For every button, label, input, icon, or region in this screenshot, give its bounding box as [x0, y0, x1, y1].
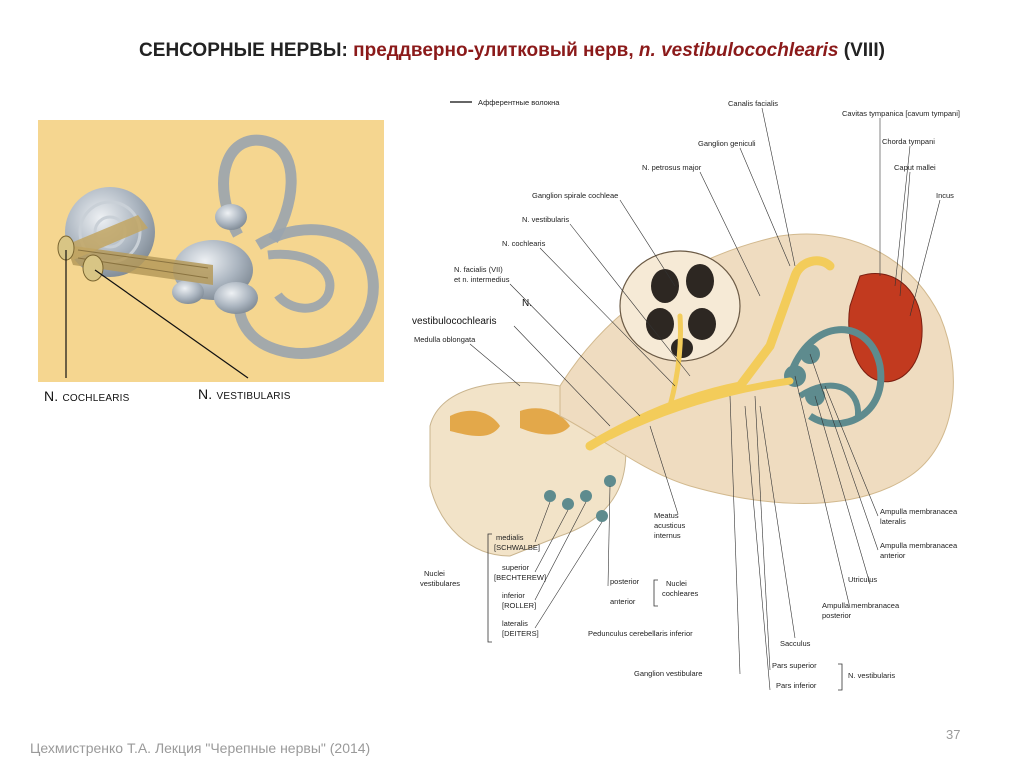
- label-pars-superior: Pars superior: [772, 661, 817, 670]
- label-pars-inferior: Pars inferior: [776, 681, 817, 690]
- label-meatus-2: acusticus: [654, 521, 686, 530]
- label-ampulla-lat-2: lateralis: [880, 517, 906, 526]
- label-inferior: inferior: [502, 591, 525, 600]
- label-ampulla-lat-1: Ampulla membranacea: [880, 507, 958, 516]
- label-n-vestibularis-bottom: N. vestibularis: [848, 671, 895, 680]
- footer-credit: Цехмистренко Т.А. Лекция "Черепные нервы…: [30, 740, 371, 756]
- label-ganglion-geniculi: Ganglion geniculi: [698, 139, 756, 148]
- label-roller: [ROLLER]: [502, 601, 536, 610]
- label-schwalbe: [SCHWALBE]: [494, 543, 540, 552]
- title-part-3: n. vestibulocochlearis: [638, 40, 839, 61]
- nerve-fibre: [77, 249, 209, 269]
- title-part-2: преддверно-улитковый нерв,: [353, 40, 634, 61]
- label-n-vestibularis: N. vestibularis: [198, 386, 291, 402]
- nerve-bundle-vestibular: [66, 245, 213, 285]
- label-lateralis: lateralis: [502, 619, 528, 628]
- title-part-1: СЕНСОРНЫЕ НЕРВЫ:: [139, 40, 348, 61]
- label-incus: Incus: [936, 191, 954, 200]
- nucleus-mark: [450, 410, 500, 436]
- tympanic-cavity: [848, 272, 923, 383]
- label-medialis: medialis: [496, 533, 524, 542]
- vestibular-branch: [606, 377, 794, 440]
- label-utriculus: Utriculus: [848, 575, 877, 584]
- ampulla-anterior: [215, 204, 247, 230]
- label-nuclei-vest-1: Nuclei: [424, 569, 445, 578]
- cochlear-branch: [667, 313, 683, 409]
- label-vc-2: vestibulocochlearis: [412, 316, 497, 327]
- vestibular-nuclei: [544, 475, 616, 522]
- vestibular-nerve-cut: [82, 254, 104, 282]
- label-n-facialis-2: et n. intermedius: [454, 275, 510, 284]
- label-n-facialis-1: N. facialis (VII): [454, 265, 503, 274]
- legend-text: Афферентные волокна: [478, 98, 560, 107]
- label-pedunculus: Pedunculus cerebellaris inferior: [588, 629, 693, 638]
- page-number: 37: [946, 727, 961, 742]
- label-medulla: Medulla oblongata: [414, 335, 476, 344]
- bracket-n-vestibularis: [838, 663, 843, 691]
- pointer-vestibularis: [94, 269, 249, 379]
- label-posterior: posterior: [610, 577, 640, 586]
- leader-lines: [469, 107, 941, 691]
- label-petrosus-major: N. petrosus major: [642, 163, 702, 172]
- labyrinth-illustration: [38, 120, 384, 382]
- label-meatus-3: internus: [654, 531, 681, 540]
- label-n-cochlearis: N. cochlearis: [502, 239, 546, 248]
- label-deiters: [DEITERS]: [502, 629, 539, 638]
- label-canalis-facialis: Canalis facialis: [728, 99, 778, 108]
- sacculus-shape: [172, 280, 204, 304]
- slide-title: СЕНСОРНЫЕ НЕРВЫ: преддверно-улитковый не…: [0, 40, 1024, 62]
- nerve-section-illustration: Афферентные волокна Canalis facialis Cav…: [412, 98, 960, 691]
- title-part-4: (VIII): [843, 40, 885, 61]
- label-vc-1: N.: [522, 298, 532, 309]
- posterior-canal: [233, 224, 379, 359]
- label-ampulla-ant-2: anterior: [880, 551, 906, 560]
- ampulla-posterior: [214, 282, 258, 314]
- label-ampulla-post-2: posterior: [822, 611, 852, 620]
- label-bechterew: [BECHTEREW]: [494, 573, 546, 582]
- label-ampulla-ant-1: Ampulla membranacea: [880, 541, 958, 550]
- label-nuclei-coch-2: cochleares: [662, 589, 699, 598]
- label-anterior: anterior: [610, 597, 636, 606]
- bracket-nuclei-cochleares: [653, 579, 658, 607]
- nucleus-mark: [520, 408, 570, 435]
- label-n-cochlearis: N. cochlearis: [44, 388, 130, 404]
- label-caput-mallei: Caput mallei: [894, 163, 936, 172]
- label-chorda-tympani: Chorda tympani: [882, 137, 935, 146]
- label-superior: superior: [502, 563, 530, 572]
- anterior-canal: [218, 134, 297, 244]
- label-nuclei-vest-2: vestibulares: [420, 579, 460, 588]
- label-ampulla-post-1: Ampulla membranacea: [822, 601, 900, 610]
- bracket-nuclei-vestibulares: [487, 533, 492, 643]
- label-n-vestibularis: N. vestibularis: [522, 215, 569, 224]
- label-cavitas-tympanica: Cavitas tympanica [cavum tympani]: [842, 109, 960, 118]
- label-ganglion-vestibulare: Ganglion vestibulare: [634, 669, 702, 678]
- nerve-bundle-cochlear: [66, 215, 148, 260]
- lateral-canal: [267, 249, 335, 313]
- label-meatus-1: Meatus: [654, 511, 679, 520]
- label-ganglion-spirale: Ganglion spirale cochleae: [532, 191, 618, 200]
- label-sacculus: Sacculus: [780, 639, 811, 648]
- label-nuclei-coch-1: Nuclei: [666, 579, 687, 588]
- cochlea-section: [619, 250, 741, 362]
